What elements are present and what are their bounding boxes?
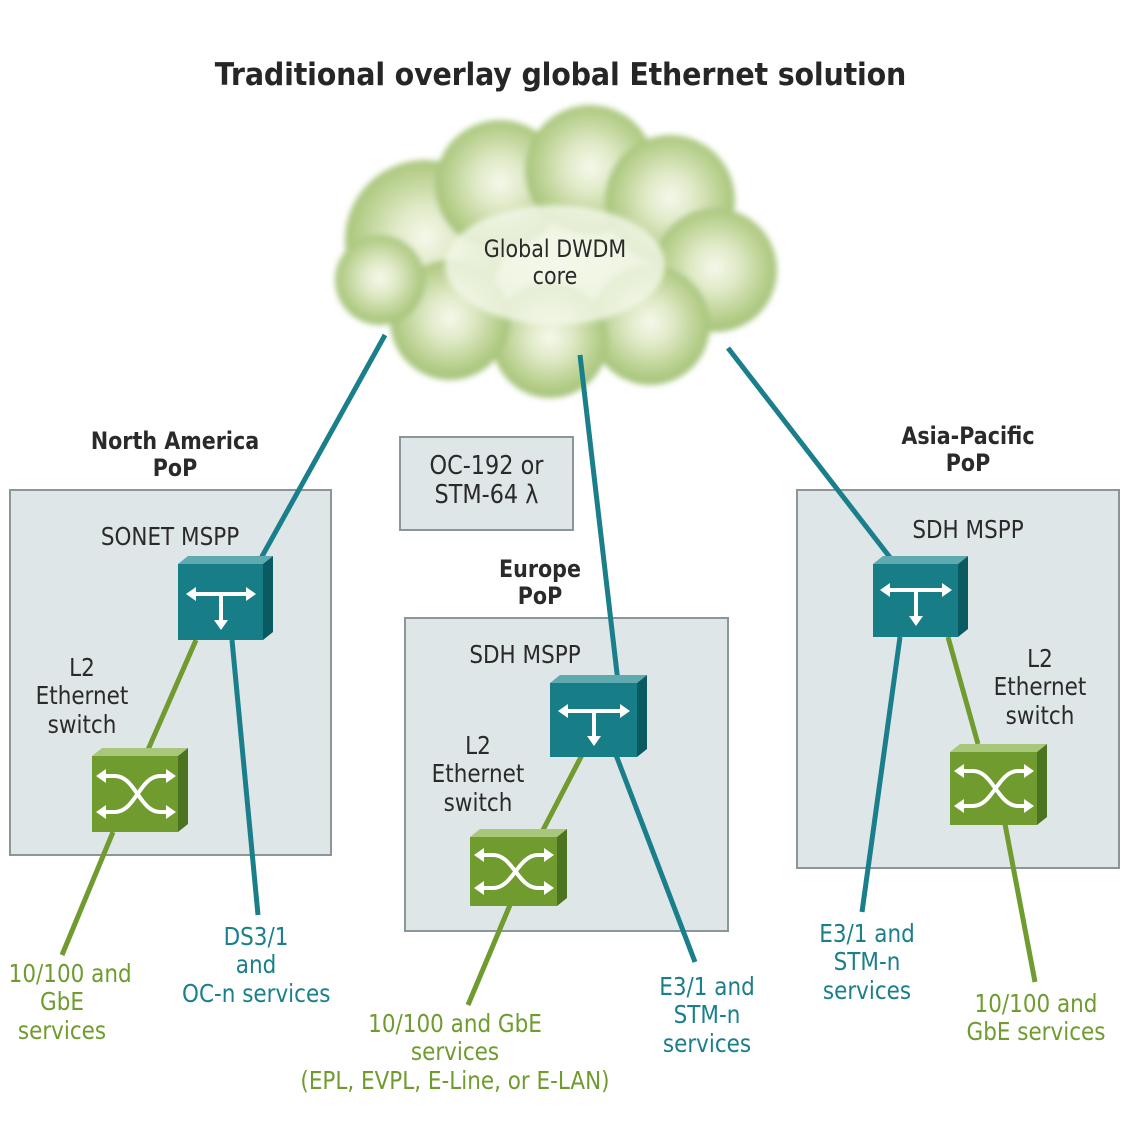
services-label-na-sonet: DS3/1 and OC-n services [182, 922, 331, 1008]
pop-title-north-america: North America PoP [72, 427, 278, 483]
link-label-line2: STM-64 λ [434, 480, 539, 511]
pop-title-line2: PoP [152, 454, 198, 483]
mspp-label-asia-pacific: SDH MSPP [912, 515, 1024, 544]
switch-label-line3: switch [47, 709, 117, 739]
switch-label-line1: L2 [1027, 644, 1053, 673]
services-label-ap-ethernet: 10/100 and GbE services [962, 989, 1110, 1047]
services-line3: services [822, 975, 912, 1005]
services-line2: STM-n [673, 1000, 741, 1030]
services-line2: STM-n [833, 947, 901, 977]
switch-label-line2: Ethernet [993, 672, 1087, 702]
line-na-mspp-switch [144, 638, 199, 754]
line-eu-mspp-services [613, 754, 698, 963]
services-line1: DS3/1 [223, 922, 289, 951]
pop-title-asia-pacific: Asia-Pacific PoP [882, 422, 1054, 478]
line-ap-switch-services [1002, 823, 1038, 983]
switch-label-line2: Ethernet [431, 759, 525, 789]
line-eu-switch-services [465, 904, 513, 1006]
cloud-label-line1: Global DWDM [483, 235, 627, 263]
link-cloud-asia-pacific [726, 346, 894, 562]
line-ap-mspp-services [859, 636, 903, 913]
cloud-label-line2: core [532, 262, 578, 291]
services-line1: 10/100 and [8, 959, 132, 988]
services-line3: services [17, 1015, 107, 1045]
services-label-na-ethernet: 10/100 and GbE services [8, 959, 132, 1045]
switch-label-line1: L2 [465, 731, 491, 760]
services-label-eu-sdh: E3/1 and STM-n services [649, 972, 764, 1058]
services-line1: 10/100 and [974, 989, 1098, 1018]
switch-label-line3: switch [1005, 700, 1075, 730]
services-line2: and [235, 950, 277, 980]
switch-label-line1: L2 [69, 653, 95, 682]
mspp-router-icon-europe [550, 675, 647, 757]
services-line3: OC-n services [182, 978, 331, 1008]
link-cloud-europe [577, 354, 621, 683]
ethernet-switch-icon-north-america [92, 748, 188, 832]
link-cloud-north-america [257, 333, 388, 562]
diagram-title: Traditional overlay global Ethernet solu… [214, 57, 907, 93]
mspp-label-north-america: SONET MSPP [100, 522, 240, 551]
switch-label-line3: switch [443, 787, 513, 817]
switch-label-europe: L2 Ethernet switch [426, 731, 529, 817]
line-ap-mspp-switch [945, 636, 981, 745]
dwdm-cloud-icon [335, 105, 777, 398]
switch-label-asia-pacific: L2 Ethernet switch [988, 644, 1091, 730]
mspp-router-icon-asia-pacific [873, 556, 968, 637]
pop-title-line1: Europe [499, 555, 581, 583]
services-line2: GbE services [966, 1017, 1106, 1047]
pop-title-line1: Asia-Pacific [901, 422, 1035, 450]
mspp-router-icon-north-america [178, 556, 273, 640]
pop-title-line1: North America [90, 427, 260, 455]
ethernet-switch-icon-europe [470, 829, 567, 906]
services-line3: services [662, 1028, 752, 1058]
services-line2: services [410, 1037, 500, 1067]
ethernet-switch-icon-asia-pacific [950, 744, 1047, 825]
services-line1: E3/1 and [659, 972, 755, 1001]
services-line1: E3/1 and [819, 919, 915, 948]
pop-title-line2: PoP [945, 449, 991, 478]
services-line1: 10/100 and GbE [368, 1009, 542, 1038]
link-label-line1: OC-192 or [429, 451, 544, 481]
line-eu-mspp-switch [540, 753, 585, 832]
pop-title-europe: Europe PoP [480, 555, 600, 611]
line-na-switch-services [59, 831, 116, 956]
line-na-mspp-services [229, 639, 261, 916]
switch-label-line2: Ethernet [35, 681, 129, 711]
pop-title-line2: PoP [517, 582, 563, 611]
services-line3: (EPL, EVPL, E-Line, or E-LAN) [300, 1065, 610, 1095]
link-label-box [399, 436, 574, 531]
services-label-ap-sdh: E3/1 and STM-n services [809, 919, 924, 1005]
switch-label-north-america: L2 Ethernet switch [30, 653, 133, 739]
services-label-eu-ethernet: 10/100 and GbE services (EPL, EVPL, E-Li… [296, 1009, 614, 1095]
mspp-label-europe: SDH MSPP [469, 640, 581, 669]
services-line2: GbE [40, 987, 84, 1017]
cloud-label: Global DWDM core [469, 235, 641, 291]
link-label: OC-192 or STM-64 λ [412, 451, 561, 511]
